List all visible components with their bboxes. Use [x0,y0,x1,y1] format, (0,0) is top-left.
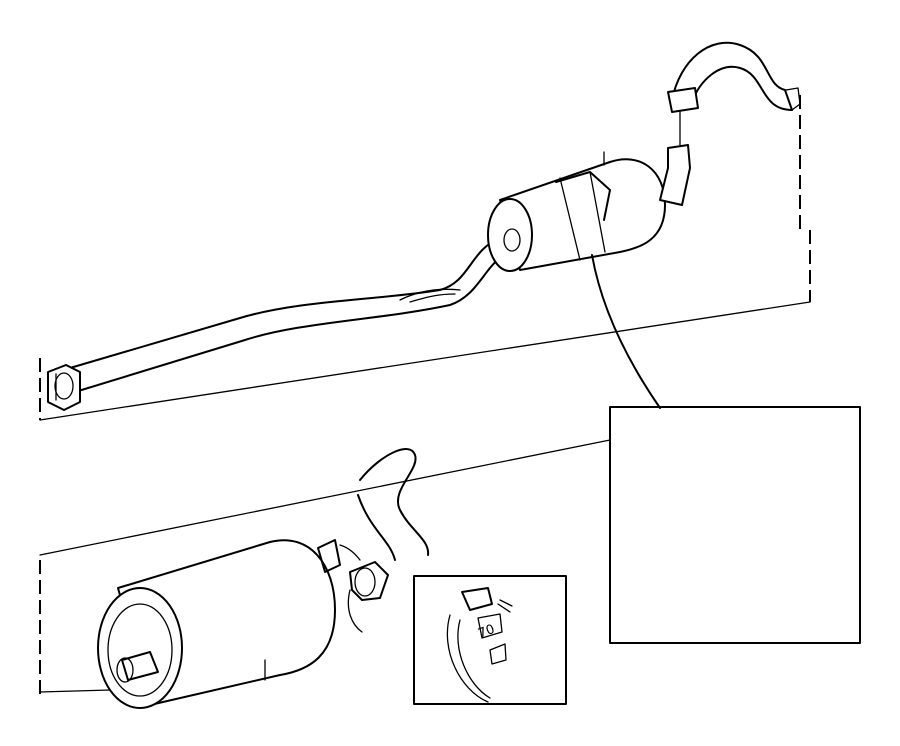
rear-muffler-upper [487,151,666,272]
detail-part-label: 70 [476,622,497,642]
leader-line-upper [591,254,661,409]
tail-pipe-upper [659,41,801,206]
tail-pipe-lower [317,448,430,633]
detail-inset: 70 [413,575,567,705]
callout-box [609,406,861,644]
front-exhaust-pipe [69,234,521,393]
upper-assembly-outline [39,95,811,421]
rear-muffler-lower [97,539,336,709]
front-pipe-flange [47,364,81,411]
lower-assembly-outline [39,439,611,700]
